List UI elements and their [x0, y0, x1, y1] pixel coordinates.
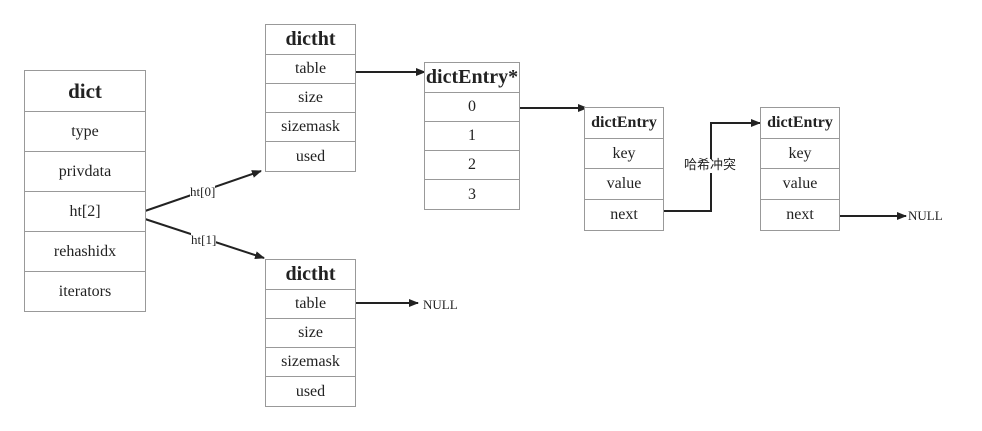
array-slot-2: 2 [425, 151, 519, 180]
dictht-0-field-table: table [266, 55, 355, 84]
dictht-1-field-size: size [266, 319, 355, 348]
dictht-1-title: dictht [266, 260, 355, 290]
dict-title: dict [25, 71, 145, 112]
array-slot-0: 0 [425, 93, 519, 122]
dictht-0-field-size: size [266, 84, 355, 113]
dictentry-1-title: dictEntry [585, 108, 663, 139]
dictentry-1-field-key: key [585, 139, 663, 169]
dictht-1-field-table: table [266, 290, 355, 319]
dictht-0-field-sizemask: sizemask [266, 113, 355, 142]
dictentry-2-field-key: key [761, 139, 839, 169]
array-title: dictEntry* [425, 63, 519, 93]
label-null-entry2: NULL [908, 208, 943, 223]
dictht-0-field-used: used [295, 147, 326, 165]
dictentry-2-title: dictEntry [761, 108, 839, 139]
dict-field-rehashidx: rehashidx [25, 232, 145, 272]
dictht-1: dictht table size sizemask used [265, 259, 356, 407]
dict-field-type: type [25, 112, 145, 152]
label-ht0: ht[0] [190, 184, 216, 199]
array-slot-3: 3 [468, 185, 476, 203]
label-hash-collision: 哈希冲突 [684, 158, 737, 173]
dict-field-privdata: privdata [25, 152, 145, 192]
dict-struct: dict type privdata ht[2] rehashidx itera… [24, 70, 146, 312]
dictht-1-field-used: used [295, 382, 326, 400]
dictentry-pointer-array: dictEntry* 0 1 2 3 [424, 62, 520, 210]
dictentry-2: dictEntry key value next [760, 107, 840, 231]
array-slot-1: 1 [425, 122, 519, 151]
dictentry-2-field-next: next [786, 206, 814, 223]
dict-field-iterators: iterators [58, 282, 112, 300]
label-ht1: ht[1] [191, 232, 217, 247]
dictht-0-title: dictht [266, 25, 355, 55]
dictht-1-field-sizemask: sizemask [266, 348, 355, 377]
dict-field-ht: ht[2] [25, 192, 145, 232]
dictentry-1: dictEntry key value next [584, 107, 664, 231]
dictht-0: dictht table size sizemask used [265, 24, 356, 172]
dictentry-1-field-value: value [585, 169, 663, 200]
dictentry-2-field-value: value [761, 169, 839, 200]
dictentry-1-field-next: next [610, 206, 638, 223]
label-null-ht1: NULL [423, 297, 458, 312]
